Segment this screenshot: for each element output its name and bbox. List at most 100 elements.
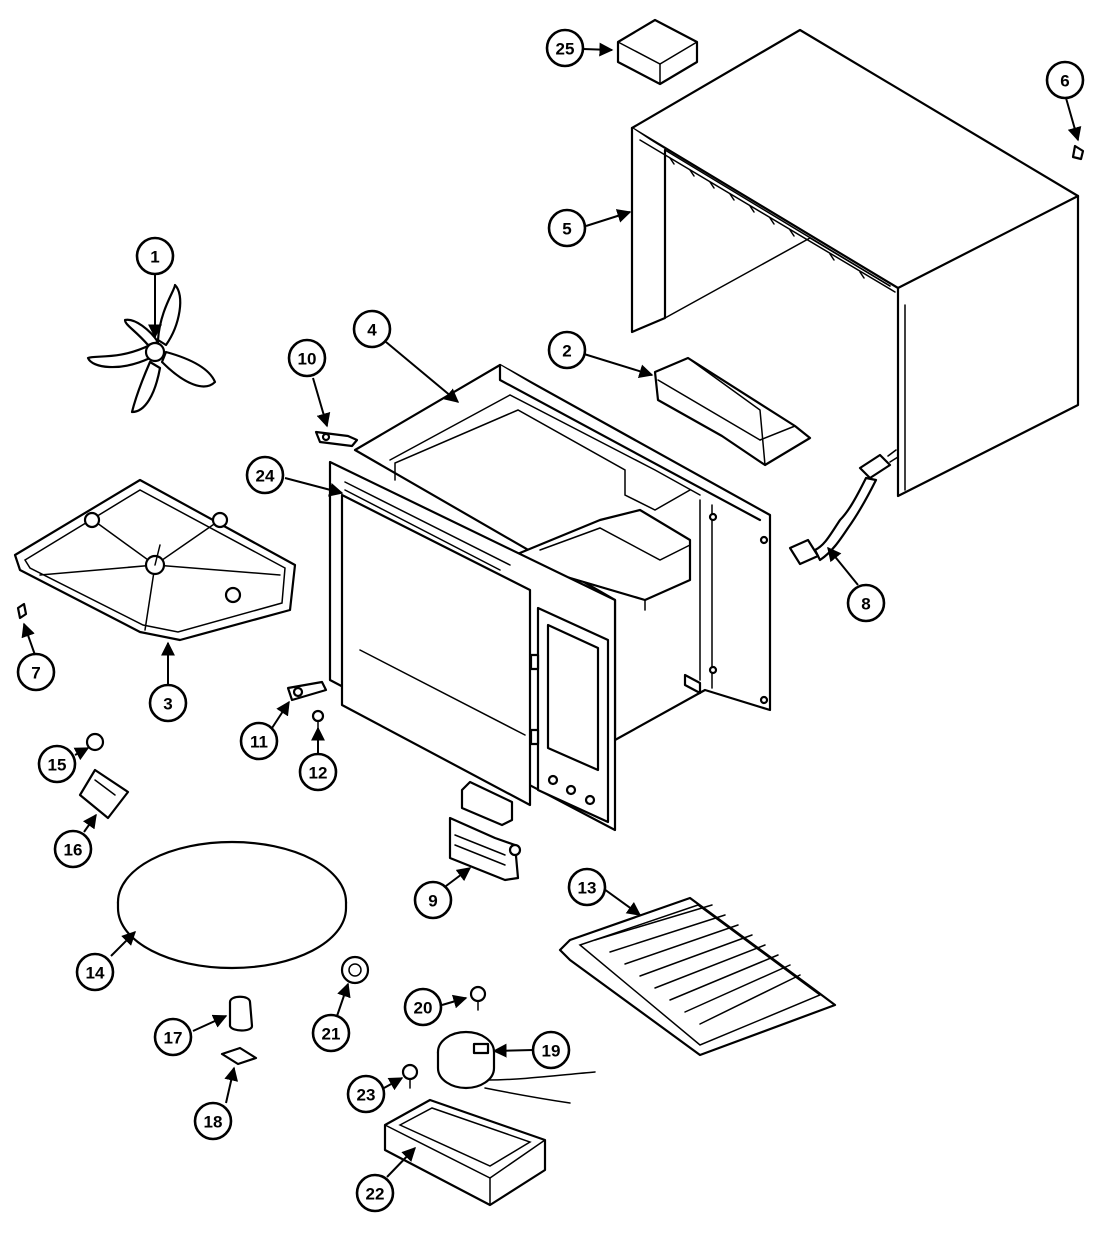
bracket-part-11	[286, 680, 328, 702]
callout-label-18: 18	[204, 1113, 223, 1132]
rack-part	[558, 896, 837, 1057]
callout-12: 12	[298, 752, 338, 792]
leader-9	[445, 867, 472, 887]
oven-cavity-part	[353, 363, 772, 742]
screw-part-6	[1071, 144, 1085, 161]
callout-5: 5	[547, 208, 587, 248]
pad-part	[220, 1046, 258, 1066]
gear-part	[340, 955, 370, 985]
callout-9: 9	[413, 880, 453, 920]
leader-8	[827, 546, 859, 586]
leader-15	[73, 747, 90, 761]
callout-label-12: 12	[309, 764, 328, 783]
leader-2	[583, 353, 654, 378]
callout-label-5: 5	[562, 220, 571, 239]
air-duct-part	[653, 356, 812, 467]
callout-7: 7	[16, 652, 56, 692]
callout-label-2: 2	[562, 342, 571, 361]
callout-1: 1	[135, 236, 175, 276]
callout-label-21: 21	[322, 1025, 341, 1044]
callout-label-3: 3	[163, 695, 172, 714]
callout-23: 23	[346, 1074, 386, 1114]
callout-label-17: 17	[164, 1029, 183, 1048]
callout-4: 4	[352, 309, 392, 349]
callout-label-13: 13	[578, 879, 597, 898]
leader-17	[192, 1014, 228, 1032]
leader-24	[284, 477, 344, 497]
clip-part-10	[314, 430, 359, 448]
knob-part-15	[85, 732, 105, 752]
leader-21	[336, 982, 351, 1017]
leader-25	[582, 42, 614, 57]
leader-19	[492, 1043, 534, 1058]
callout-10: 10	[287, 338, 327, 378]
foot-part	[228, 995, 254, 1032]
callout-20: 20	[403, 987, 443, 1027]
power-cord-part	[788, 449, 899, 566]
leader-5	[585, 209, 632, 227]
callout-19: 19	[531, 1030, 571, 1070]
callout-label-4: 4	[367, 321, 377, 340]
callouts: 1 2 3 4 5 6 7 8 9 10 11 12 13 14 15 16 1…	[16, 28, 1085, 1213]
leader-20	[441, 994, 468, 1009]
callout-21: 21	[311, 1013, 351, 1053]
leader-16	[83, 813, 97, 833]
callout-18: 18	[193, 1101, 233, 1141]
callout-label-10: 10	[298, 350, 317, 369]
callout-25: 25	[545, 28, 585, 68]
callout-8: 8	[846, 583, 886, 623]
leader-22	[386, 1146, 416, 1178]
leader-6	[1065, 97, 1082, 142]
callout-label-1: 1	[150, 248, 159, 267]
callout-label-20: 20	[414, 999, 433, 1018]
callout-label-19: 19	[542, 1042, 561, 1061]
leader-4	[385, 341, 460, 403]
screw-part-23	[401, 1063, 419, 1089]
outer-cabinet-part	[630, 28, 1080, 498]
callout-14: 14	[75, 952, 115, 992]
leader-lines	[21, 42, 1082, 1178]
turntable-motor-part	[436, 1030, 596, 1104]
callout-label-22: 22	[366, 1185, 385, 1204]
callout-3: 3	[148, 683, 188, 723]
callout-label-25: 25	[556, 40, 575, 59]
callout-label-24: 24	[256, 467, 275, 486]
callout-2: 2	[547, 330, 587, 370]
latch-part-16	[78, 768, 130, 820]
door-latch-part	[448, 780, 522, 882]
callout-label-6: 6	[1060, 72, 1069, 91]
turntable-tray-part	[116, 840, 348, 970]
callout-17: 17	[153, 1017, 193, 1057]
callout-11: 11	[239, 721, 279, 761]
leader-23	[383, 1077, 404, 1091]
screw-part-12	[311, 709, 325, 729]
leader-11	[271, 700, 290, 729]
fan-blade-part	[86, 283, 217, 414]
callout-15: 15	[37, 744, 77, 784]
leader-13	[603, 888, 642, 916]
front-frame-part	[328, 460, 617, 832]
leader-14	[110, 931, 136, 957]
callout-label-14: 14	[86, 964, 105, 983]
callout-16: 16	[53, 829, 93, 869]
callout-6: 6	[1045, 60, 1085, 100]
callout-label-16: 16	[64, 841, 83, 860]
callout-22: 22	[355, 1173, 395, 1213]
callout-label-23: 23	[357, 1086, 376, 1105]
callout-label-15: 15	[48, 756, 67, 775]
leader-10	[312, 377, 331, 428]
leader-18	[224, 1066, 239, 1104]
stirrer-grid-part	[13, 478, 297, 642]
screw-part-20	[469, 985, 487, 1011]
motor-cover-part	[383, 1098, 547, 1207]
leader-7	[21, 622, 36, 656]
screw-part-7	[16, 602, 28, 620]
callout-label-8: 8	[861, 595, 870, 614]
callout-13: 13	[567, 867, 607, 907]
top-bracket-part	[616, 18, 699, 86]
callout-label-11: 11	[250, 733, 268, 752]
callout-label-7: 7	[31, 664, 40, 683]
callout-24: 24	[245, 455, 285, 495]
callout-label-9: 9	[428, 892, 437, 911]
